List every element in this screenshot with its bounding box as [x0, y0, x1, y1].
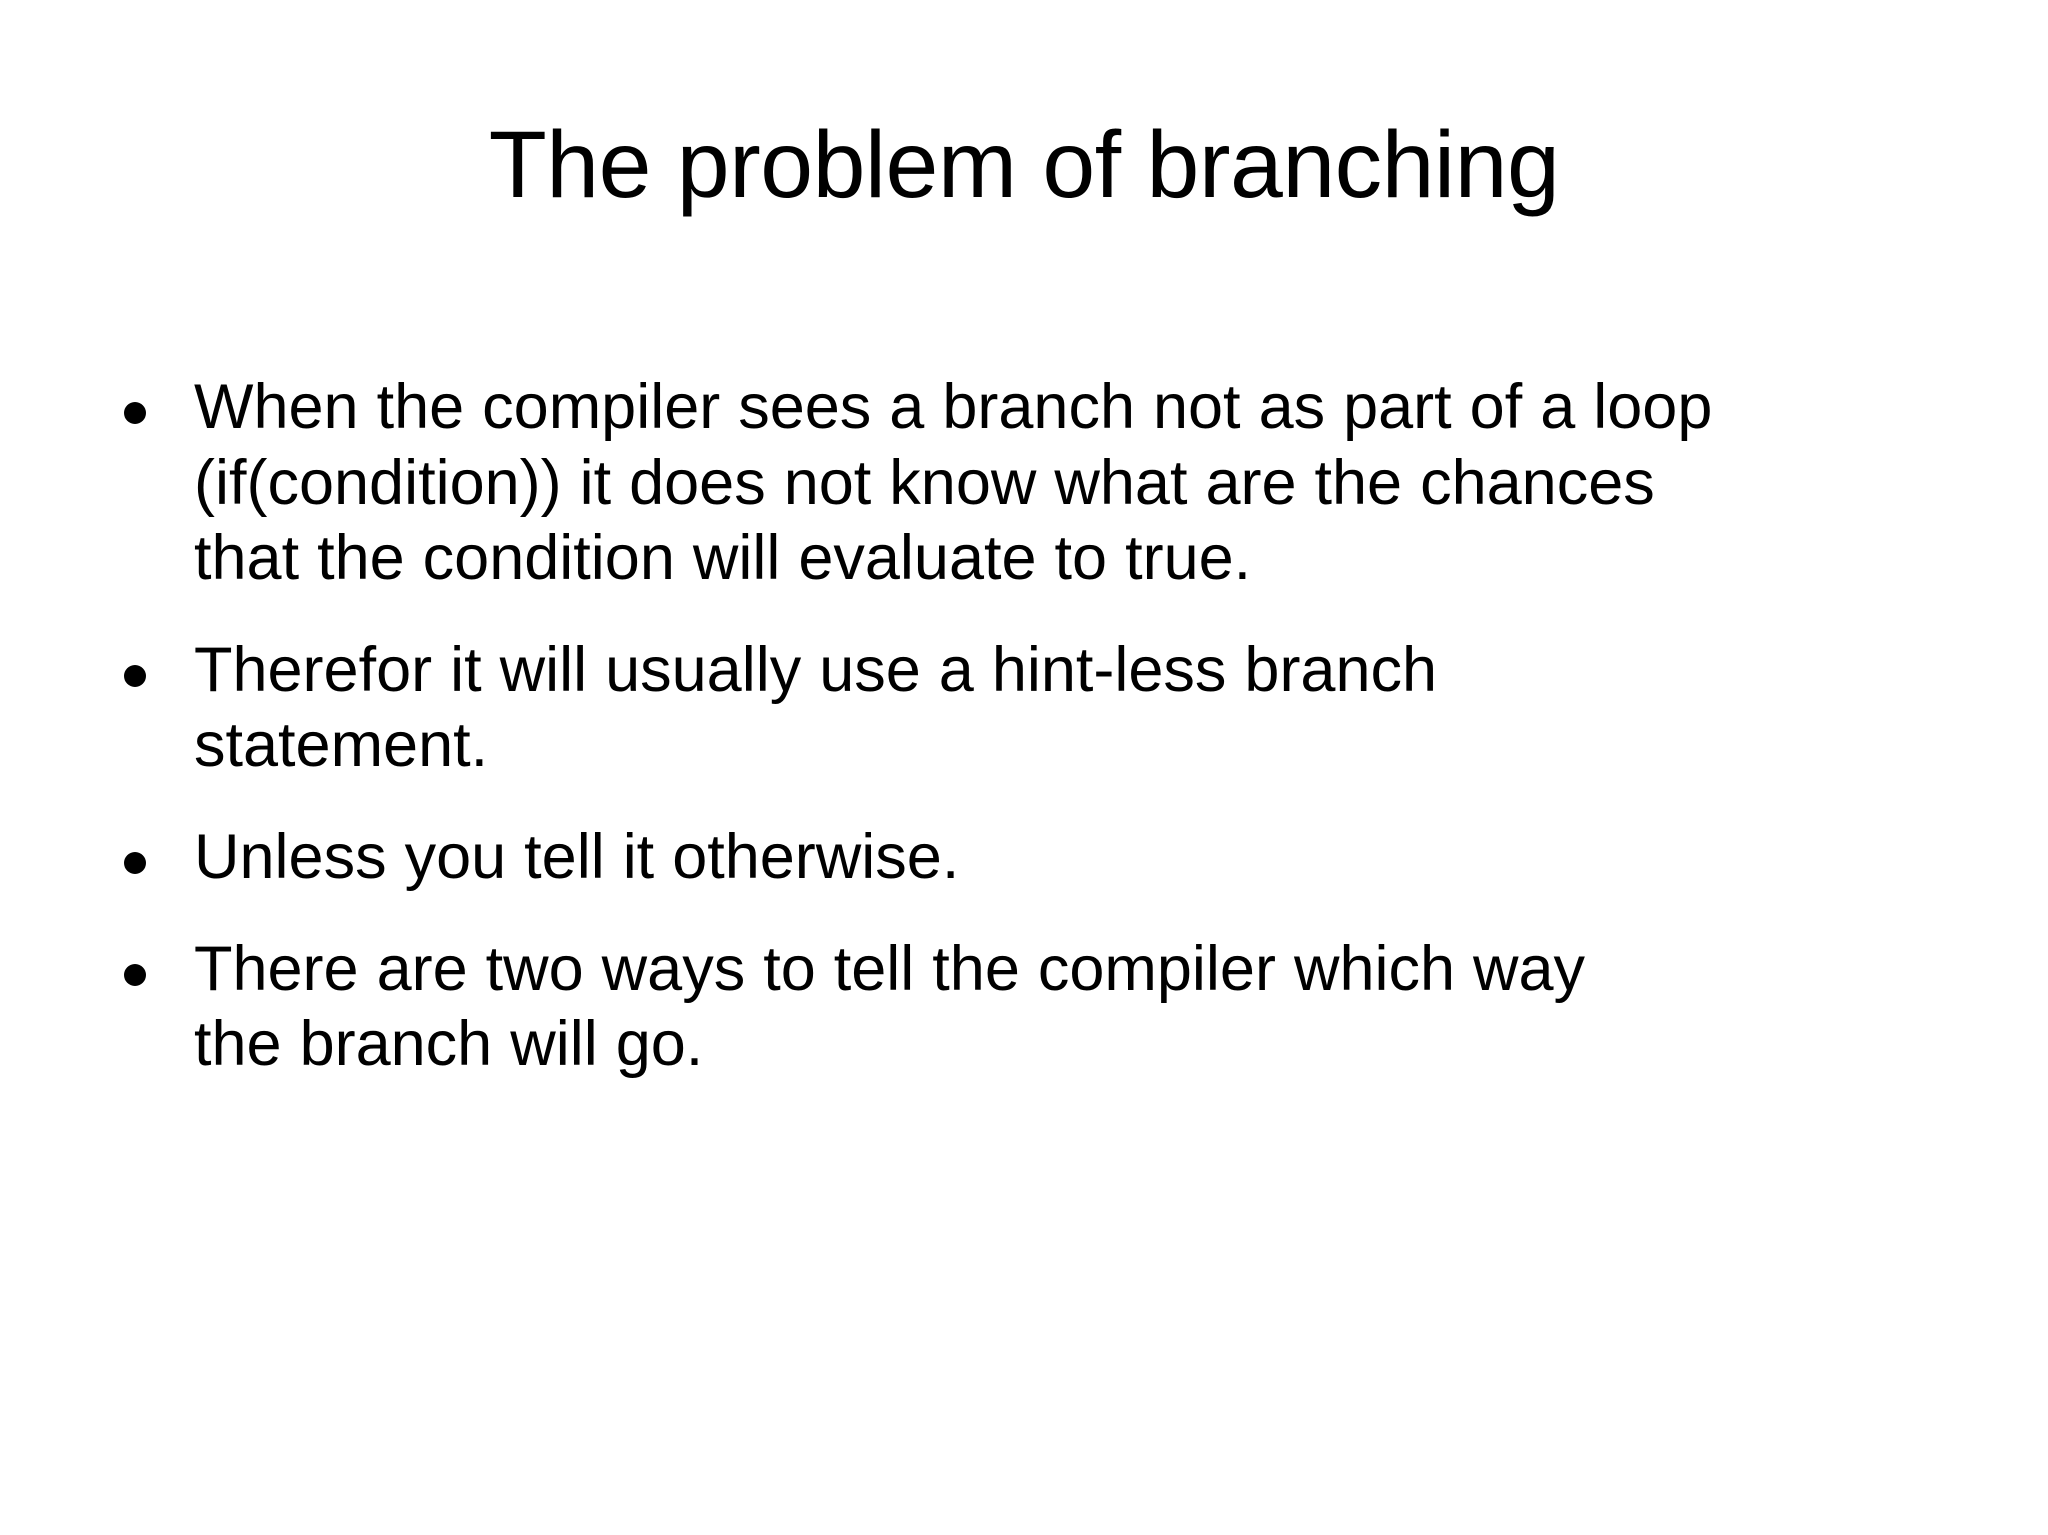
page-title: The problem of branching	[488, 112, 1560, 218]
bullet-list: When the compiler sees a branch not as p…	[120, 370, 1960, 1083]
list-item: There are two ways to tell the compiler …	[120, 932, 1960, 1083]
bullet-item-text: There are two ways to tell the compiler …	[194, 933, 1586, 1080]
bullet-point-icon	[124, 932, 154, 1008]
list-item: Unless you tell it otherwise.	[120, 820, 1960, 896]
bullet-point-icon	[124, 370, 154, 446]
bullet-item-text: Therefor it will usually use a hint-less…	[194, 634, 1438, 781]
bullet-point-icon	[124, 820, 154, 896]
bullet-item-text: Unless you tell it otherwise.	[194, 821, 960, 892]
bullet-item-text: When the compiler sees a branch not as p…	[194, 372, 1713, 594]
bullet-point-icon	[124, 633, 154, 709]
list-item: When the compiler sees a branch not as p…	[120, 370, 1960, 597]
list-item: Therefor it will usually use a hint-less…	[120, 633, 1960, 784]
